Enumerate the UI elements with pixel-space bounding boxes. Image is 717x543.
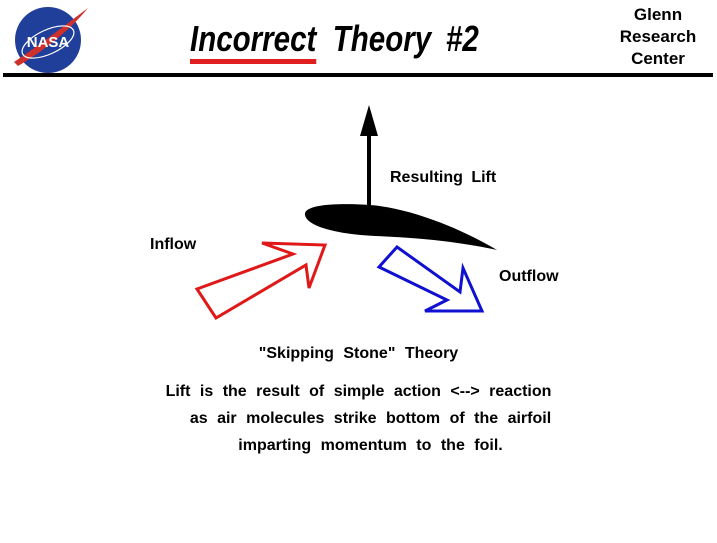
lift-label: Resulting Lift — [390, 169, 497, 186]
title-rest: Theory #2 — [332, 18, 479, 59]
caption-line: Lift is the result of simple action <-->… — [165, 383, 552, 400]
outflow-label: Outflow — [499, 268, 559, 285]
page-title: Incorrect Theory #2 — [190, 18, 479, 64]
svg-text:NASA: NASA — [27, 34, 70, 51]
glenn-research-center: Glenn Research Center — [610, 4, 706, 70]
caption-line: as air molecules strike bottom of the ai… — [189, 410, 552, 427]
inflow-label: Inflow — [150, 236, 197, 253]
lift-arrow — [360, 105, 378, 208]
theory-name: "Skipping Stone" Theory — [258, 345, 459, 362]
outflow-arrow — [376, 245, 485, 313]
center-line: Center — [631, 49, 685, 68]
inflow-arrow — [194, 241, 328, 321]
header-divider — [3, 73, 713, 77]
caption-line: imparting momentum to the foil. — [238, 437, 503, 454]
center-line: Research — [619, 27, 697, 46]
nasa-logo: NASA — [14, 7, 88, 73]
center-line: Glenn — [633, 5, 683, 24]
title-incorrect: Incorrect — [190, 18, 317, 64]
airfoil — [304, 204, 497, 250]
